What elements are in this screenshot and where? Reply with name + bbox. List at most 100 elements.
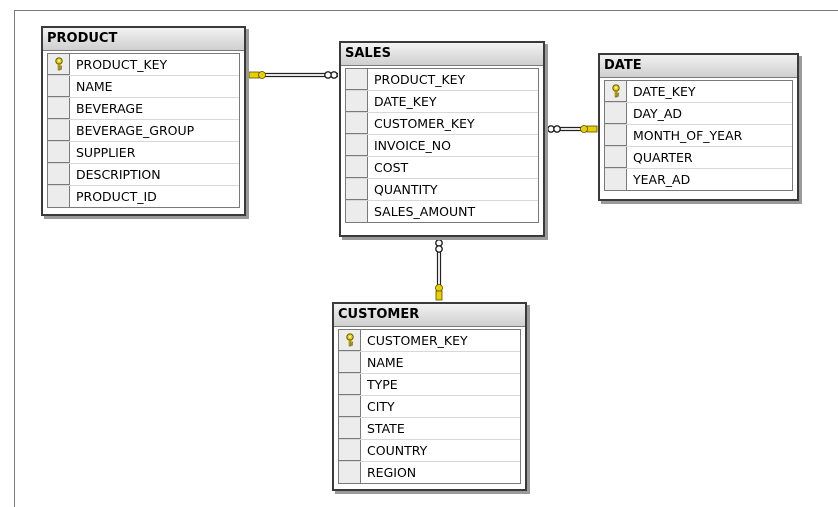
table-title[interactable]: DATE [600, 55, 797, 78]
table-title[interactable]: PRODUCT [43, 28, 244, 51]
column-row[interactable]: DATE_KEY [605, 81, 792, 103]
column-name: COST [374, 160, 409, 175]
column-row[interactable]: BEVERAGE_GROUP [48, 120, 239, 142]
row-selector[interactable] [605, 103, 627, 124]
column-row[interactable]: CUSTOMER_KEY [346, 113, 538, 135]
one-end-key-icon [258, 71, 266, 79]
column-name: CITY [367, 399, 395, 414]
row-selector[interactable] [605, 81, 627, 102]
column-list: PRODUCT_KEY DATE_KEY CUSTOMER_KEY INVOICE_N… [345, 68, 539, 223]
column-name: QUARTER [633, 150, 693, 165]
row-selector[interactable] [346, 135, 368, 156]
column-name: NAME [76, 79, 113, 94]
table-sales[interactable]: SALES PRODUCT_KEY DATE_KEY CUSTOMER_KEY INV… [339, 41, 545, 237]
row-selector[interactable] [339, 418, 361, 439]
row-selector[interactable] [48, 142, 70, 163]
column-row[interactable]: YEAR_AD [605, 169, 792, 190]
column-row[interactable]: COST [346, 157, 538, 179]
column-row[interactable]: NAME [339, 352, 520, 374]
column-name: QUANTITY [374, 182, 438, 197]
canvas-border-left [14, 10, 15, 507]
column-name: SUPPLIER [76, 145, 136, 160]
row-selector[interactable] [48, 164, 70, 185]
column-name: CUSTOMER_KEY [367, 333, 468, 348]
table-title[interactable]: CUSTOMER [334, 304, 525, 327]
table-customer[interactable]: CUSTOMER CUSTOMER_KEY NAME TYPE CITY STATE CO… [332, 302, 527, 491]
table-title[interactable]: SALES [341, 43, 543, 66]
one-end-key-icon [435, 284, 443, 292]
row-selector[interactable] [339, 396, 361, 417]
one-end-key-icon [248, 71, 260, 79]
column-row[interactable]: PRODUCT_KEY [346, 69, 538, 91]
column-list: PRODUCT_KEY NAME BEVERAGE BEVERAGE_GROUP SUP… [47, 53, 240, 208]
row-selector[interactable] [48, 98, 70, 119]
column-row[interactable]: INVOICE_NO [346, 135, 538, 157]
row-selector[interactable] [346, 91, 368, 112]
column-row[interactable]: CITY [339, 396, 520, 418]
row-selector[interactable] [605, 125, 627, 146]
one-end-key-icon [435, 290, 443, 301]
column-row[interactable]: STATE [339, 418, 520, 440]
column-row[interactable]: SUPPLIER [48, 142, 239, 164]
row-selector[interactable] [346, 201, 368, 222]
column-row[interactable]: PRODUCT_KEY [48, 54, 239, 76]
column-name: STATE [367, 421, 405, 436]
column-row[interactable]: QUANTITY [346, 179, 538, 201]
column-name: PRODUCT_ID [76, 189, 157, 204]
column-row[interactable]: MONTH_OF_YEAR [605, 125, 792, 147]
column-row[interactable]: PRODUCT_ID [48, 186, 239, 207]
column-row[interactable]: DESCRIPTION [48, 164, 239, 186]
column-row[interactable]: REGION [339, 462, 520, 483]
one-end-key-icon [586, 125, 598, 133]
row-selector[interactable] [48, 76, 70, 97]
column-row[interactable]: BEVERAGE [48, 98, 239, 120]
one-end-key-icon [580, 125, 588, 133]
row-selector[interactable] [339, 440, 361, 461]
row-selector[interactable] [346, 179, 368, 200]
row-selector[interactable] [605, 147, 627, 168]
column-row[interactable]: DAY_AD [605, 103, 792, 125]
column-row[interactable]: NAME [48, 76, 239, 98]
column-name: NAME [367, 355, 404, 370]
row-selector[interactable] [605, 169, 627, 190]
column-name: INVOICE_NO [374, 138, 451, 153]
column-row[interactable]: COUNTRY [339, 440, 520, 462]
table-product[interactable]: PRODUCT PRODUCT_KEY NAME BEVERAGE BEVERAGE_… [41, 26, 246, 216]
column-name: MONTH_OF_YEAR [633, 128, 743, 143]
column-row[interactable]: DATE_KEY [346, 91, 538, 113]
row-selector[interactable] [48, 186, 70, 207]
primary-key-icon [345, 333, 354, 347]
row-selector[interactable] [346, 113, 368, 134]
column-name: PRODUCT_KEY [76, 57, 168, 72]
column-row[interactable]: QUARTER [605, 147, 792, 169]
many-end-infinity-icon [553, 125, 561, 133]
many-end-infinity-icon [324, 71, 332, 79]
row-selector[interactable] [48, 54, 70, 75]
column-name: SALES_AMOUNT [374, 204, 476, 219]
column-name: BEVERAGE_GROUP [76, 123, 195, 138]
row-selector[interactable] [346, 157, 368, 178]
row-selector[interactable] [339, 330, 361, 351]
many-end-infinity-icon [435, 245, 443, 253]
primary-key-icon [54, 57, 63, 71]
column-name: DATE_KEY [374, 94, 437, 109]
column-name: YEAR_AD [633, 172, 691, 187]
row-selector[interactable] [339, 374, 361, 395]
row-selector[interactable] [339, 462, 361, 483]
row-selector[interactable] [339, 352, 361, 373]
column-row[interactable]: SALES_AMOUNT [346, 201, 538, 222]
canvas-border-top [14, 10, 838, 11]
primary-key-icon [611, 84, 620, 98]
column-name: PRODUCT_KEY [374, 72, 466, 87]
column-name: CUSTOMER_KEY [374, 116, 475, 131]
column-name: COUNTRY [367, 443, 428, 458]
row-selector[interactable] [346, 69, 368, 90]
column-row[interactable]: TYPE [339, 374, 520, 396]
column-row[interactable]: CUSTOMER_KEY [339, 330, 520, 352]
row-selector[interactable] [48, 120, 70, 141]
column-name: TYPE [367, 377, 398, 392]
